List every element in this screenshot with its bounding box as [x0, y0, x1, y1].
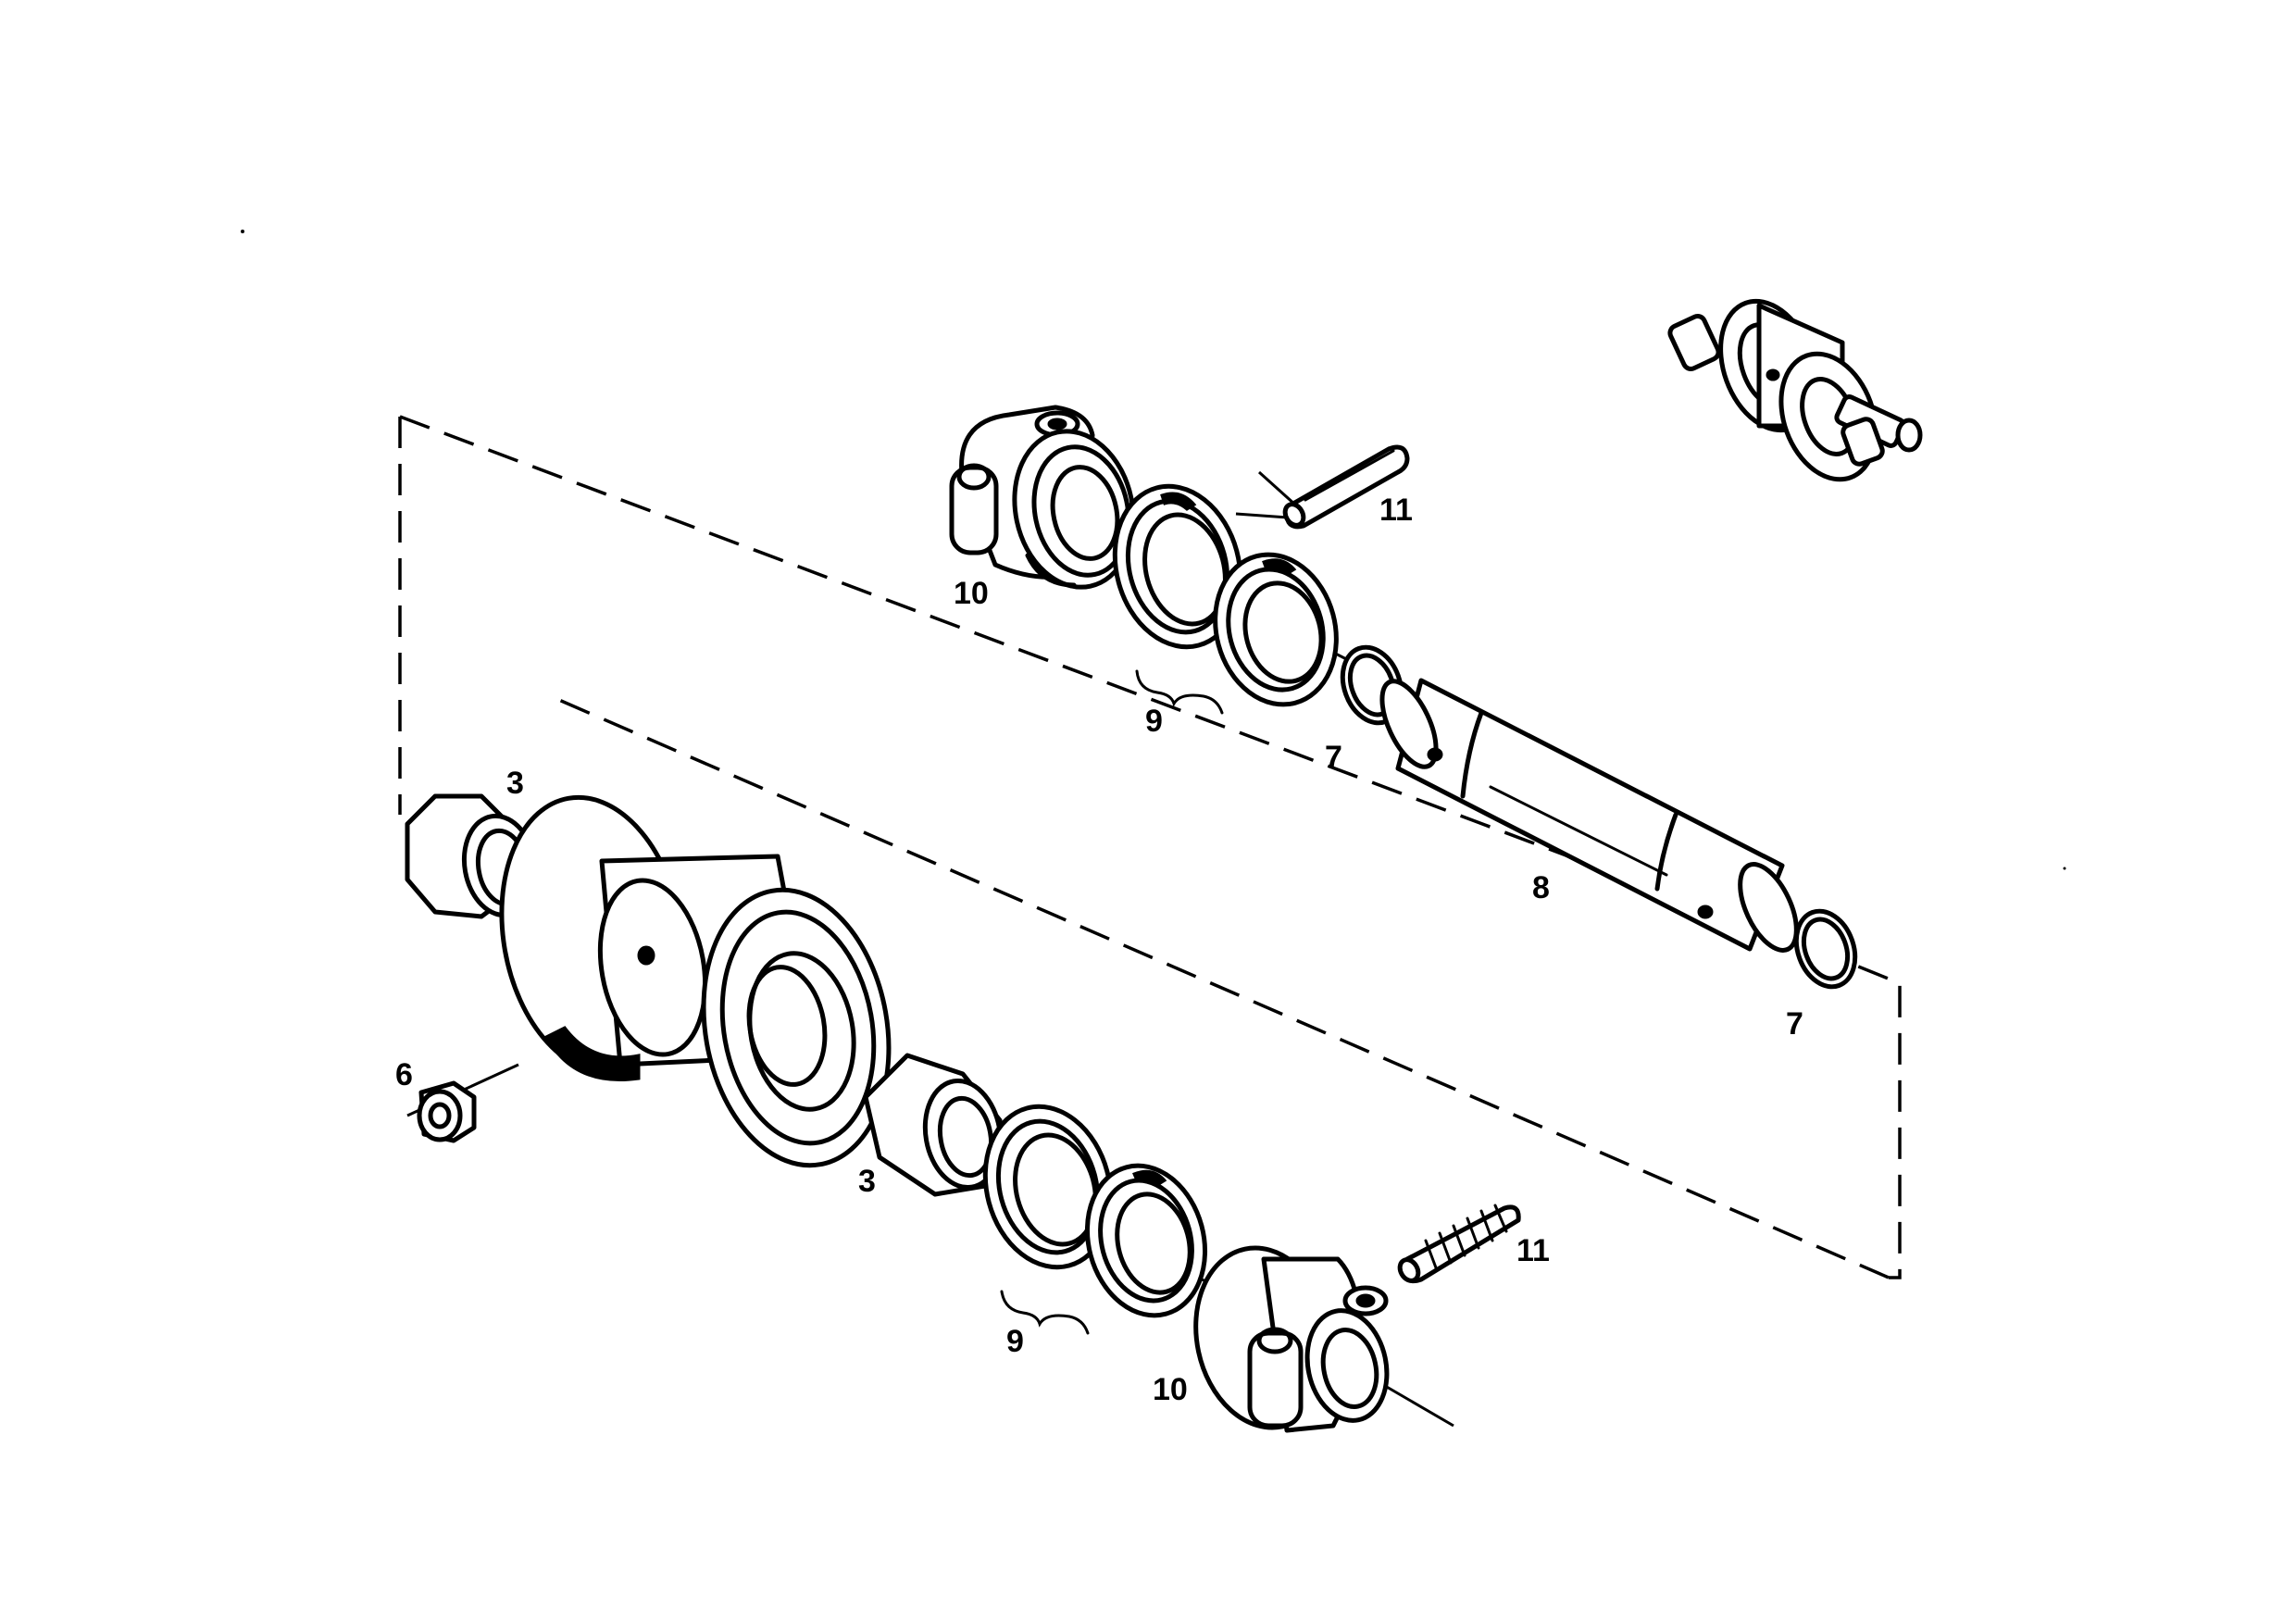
roller-wheel-body: [499, 794, 892, 1168]
callout-8: 8: [1532, 870, 1550, 905]
brace-9-top: [1135, 669, 1224, 715]
callout-10-top: 10: [954, 576, 989, 611]
callout-10-bottom: 10: [1153, 1372, 1188, 1407]
part-10-bottom-housing: [1193, 1245, 1390, 1433]
part-6-plug: [417, 1080, 477, 1143]
part-11-bottom-threaded-pin: [1397, 1204, 1521, 1284]
assembled-roller-thumbnail: [1667, 298, 1923, 482]
callout-3-bottom: 3: [858, 1164, 876, 1199]
part-10-top-housing: [949, 405, 1136, 590]
callout-labels: 3 3 6 7 7 8 9 9 10 10 11 11: [395, 493, 1803, 1407]
assembly-outline: [398, 415, 1902, 1279]
part-11-top-pin: [1282, 444, 1410, 530]
callout-11-top: 11: [1379, 493, 1413, 528]
part-9-bottom-seal-pair: [982, 1104, 1208, 1318]
brace-9-bottom: [1000, 1290, 1090, 1335]
part-9-top-seal-pair: [1112, 483, 1339, 707]
callout-11-bottom: 11: [1516, 1233, 1550, 1268]
callout-6: 6: [395, 1057, 413, 1092]
scan-specks: [241, 230, 2066, 870]
callout-9-top: 9: [1145, 704, 1163, 739]
part-7-bottom-o-ring: [1793, 908, 1858, 990]
callout-9-bottom: 9: [1006, 1324, 1024, 1359]
callout-3-top: 3: [506, 766, 524, 801]
callout-7-bottom: 7: [1786, 1006, 1803, 1042]
part-8-shaft: [1379, 678, 1799, 953]
callout-7-top: 7: [1325, 740, 1342, 775]
